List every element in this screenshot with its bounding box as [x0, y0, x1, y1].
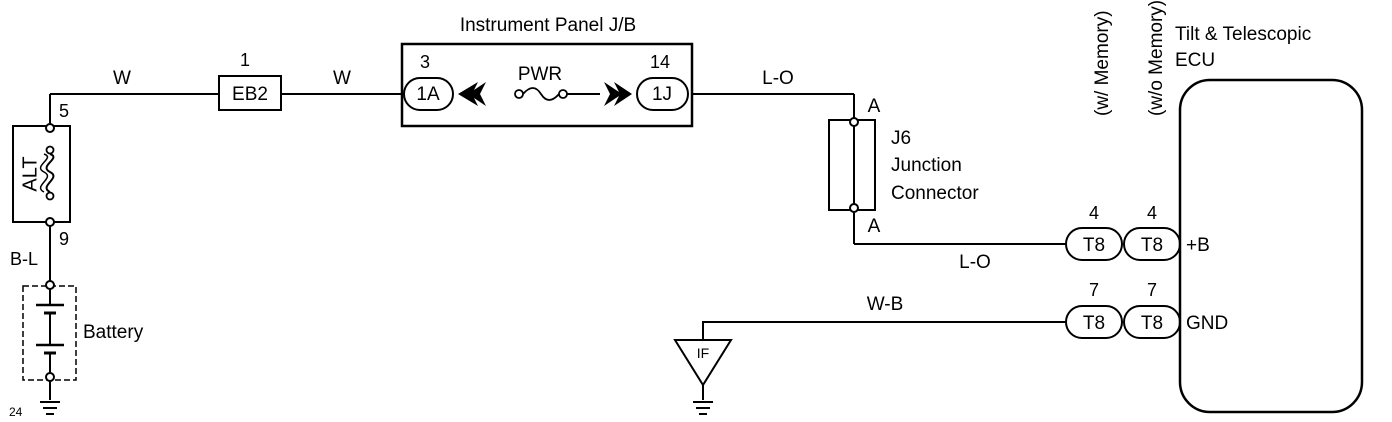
ecu-plus-b: +B: [1186, 235, 1210, 256]
t8-b: T8: [1141, 235, 1163, 256]
jb-title: Instrument Panel J/B: [460, 15, 636, 36]
wire-label-w-right: W: [333, 68, 351, 89]
pin-7a: 7: [1089, 280, 1099, 300]
alt-pin-bottom: 9: [59, 229, 69, 249]
ground-if-triangle: [673, 339, 733, 387]
jb-pin-left: 3: [420, 52, 430, 72]
jb-pin-right: 14: [650, 52, 670, 72]
j6-line2: Connector: [891, 183, 979, 204]
j6-terminal-top: [849, 117, 859, 127]
t8-c-box: [1065, 305, 1123, 339]
ecu-title-line2: ECU: [1175, 50, 1215, 71]
ground-symbol-if: [693, 401, 713, 415]
wire-label-wb: W-B: [867, 294, 904, 315]
jb-pwr-terminal-right: [558, 89, 568, 99]
alt-fusible-link-icon: [45, 153, 55, 193]
j6-box: [828, 119, 876, 211]
wire-label-lo-top: L-O: [762, 68, 794, 89]
j6-term-bottom: A: [868, 216, 881, 237]
alt-terminal-top: [45, 123, 55, 133]
eb2-pin: 1: [240, 50, 250, 70]
battery-terminal-top: [45, 280, 55, 290]
ecu-box: [1178, 78, 1364, 414]
j6-terminal-bottom: [849, 203, 859, 213]
ground-if: IF: [673, 339, 733, 415]
eb2-label: EB2: [232, 84, 268, 105]
ground-if-label: IF: [697, 345, 709, 361]
note-wo-memory: (w/o Memory): [1146, 0, 1167, 116]
jb-conn-right-box: [636, 77, 689, 111]
wire-label-bl: B-L: [10, 249, 38, 269]
ground-code: 24: [9, 405, 23, 419]
wire-label-lo-bottom: L-O: [959, 252, 991, 273]
battery-terminal-bottom: [45, 372, 55, 382]
pin-7b: 7: [1147, 280, 1157, 300]
jb-box: [400, 42, 694, 128]
t8-d: T8: [1141, 313, 1163, 334]
jb-arrow-right-icon: [604, 82, 632, 106]
t8-connectors: 4 4 T8 T8 7 7 T8 T8: [1065, 203, 1181, 339]
eb2-box: [218, 75, 282, 111]
jb-pwr-terminal-left: [514, 89, 524, 99]
battery-component: Battery: [22, 280, 144, 400]
jb-conn-right: 1J: [652, 84, 672, 105]
instrument-panel-jb: Instrument Panel J/B 3 1A PWR 14 1J: [400, 15, 694, 128]
wire-ground-to-t8: [702, 321, 1066, 340]
ecu-title-line1: Tilt & Telescopic: [1175, 24, 1311, 45]
j6-line1: Junction: [891, 155, 962, 176]
jb-fuse-icon: [522, 87, 560, 101]
jb-conn-left: 1A: [416, 84, 440, 105]
ecu-gnd: GND: [1186, 313, 1228, 334]
alt-terminal-bottom: [45, 217, 55, 227]
alt-pin-top: 5: [59, 101, 69, 121]
note-w-memory: (w/ Memory): [1092, 10, 1113, 116]
pin-4b: 4: [1147, 203, 1157, 223]
alt-fuse-end-top: [45, 145, 55, 155]
j6-term-top: A: [868, 96, 881, 117]
battery-label: Battery: [83, 322, 144, 343]
tilt-telescopic-ecu: Tilt & Telescopic ECU +B GND: [1175, 24, 1364, 414]
t8-a-box: [1065, 227, 1123, 261]
alt-component: ALT 5 9: [12, 101, 71, 249]
alt-box: [12, 125, 71, 223]
j6-junction-connector: A A J6 Junction Connector: [828, 96, 979, 237]
alt-label: ALT: [19, 156, 41, 191]
j6-name: J6: [891, 128, 911, 149]
wire-label-w-left: W: [113, 68, 131, 89]
t8-a: T8: [1083, 235, 1105, 256]
t8-c: T8: [1083, 313, 1105, 334]
pin-4a: 4: [1089, 203, 1099, 223]
jb-pwr: PWR: [518, 64, 562, 85]
jb-conn-left-box: [403, 77, 454, 111]
jb-arrow-left-icon: [458, 82, 486, 106]
eb2-connector: 1 EB2: [218, 50, 282, 111]
ground-symbol-battery: [40, 401, 60, 415]
wires: [49, 93, 1066, 340]
alt-fuse-end-bottom: [45, 191, 55, 201]
